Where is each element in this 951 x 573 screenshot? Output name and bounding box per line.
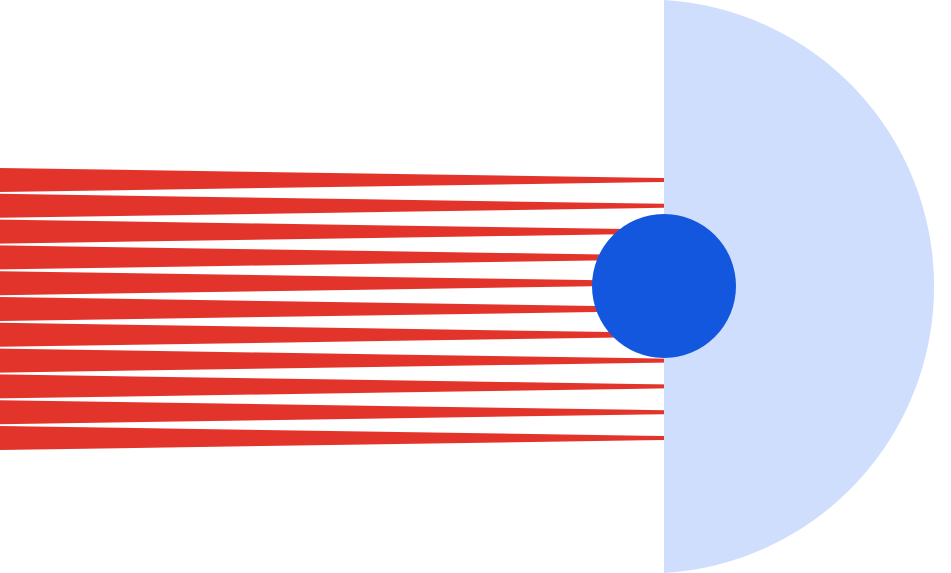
red-stripe bbox=[0, 322, 664, 347]
red-stripe bbox=[0, 168, 664, 192]
red-stripe bbox=[0, 348, 664, 373]
red-stripe bbox=[0, 219, 664, 244]
red-stripe bbox=[0, 193, 664, 218]
red-stripe bbox=[0, 426, 664, 450]
red-stripe bbox=[0, 245, 664, 270]
blue-circle bbox=[592, 214, 736, 358]
red-stripe bbox=[0, 271, 664, 296]
red-stripe bbox=[0, 297, 664, 321]
red-stripe bbox=[0, 374, 664, 399]
red-stripe bbox=[0, 400, 664, 425]
light-blue-half-disc bbox=[664, 0, 935, 573]
red-stripes bbox=[0, 168, 664, 450]
